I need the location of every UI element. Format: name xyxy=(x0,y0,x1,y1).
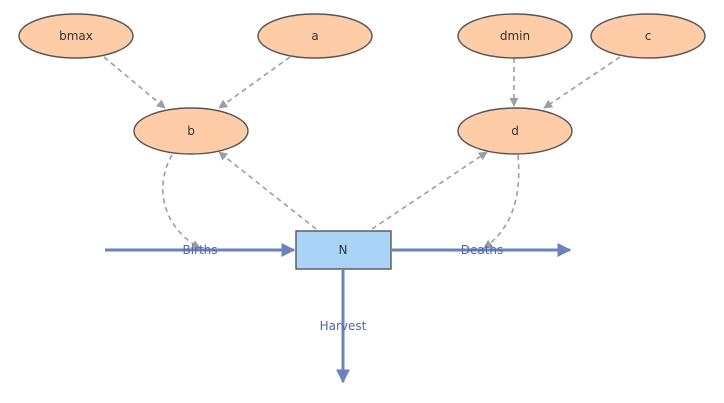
link-bmax-to-b xyxy=(103,56,166,109)
harvest-label: Harvest xyxy=(320,319,367,333)
variable-d-label: d xyxy=(511,124,519,138)
variable-bmax[interactable]: bmax xyxy=(18,13,134,59)
stock-n[interactable]: N xyxy=(295,230,392,270)
variable-a-label: a xyxy=(311,29,318,43)
variable-dmin-label: dmin xyxy=(500,29,530,43)
variable-b-label: b xyxy=(187,124,195,138)
variable-a[interactable]: a xyxy=(257,13,373,59)
births-label: Births xyxy=(182,243,217,257)
variable-dmin[interactable]: dmin xyxy=(457,13,573,59)
variable-d[interactable]: d xyxy=(457,107,573,155)
link-n-to-b xyxy=(218,151,317,230)
link-a-to-b xyxy=(218,56,291,109)
link-c-to-d xyxy=(543,56,621,109)
link-b-to-births xyxy=(162,154,201,249)
link-n-to-d xyxy=(371,151,488,230)
variable-bmax-label: bmax xyxy=(59,29,93,43)
variable-b[interactable]: b xyxy=(133,107,249,155)
stock-n-label: N xyxy=(339,243,348,257)
material-flows xyxy=(105,243,572,384)
link-d-to-deaths xyxy=(483,154,520,249)
variable-c-label: c xyxy=(645,29,652,43)
deaths-label: Deaths xyxy=(461,243,504,257)
variable-c[interactable]: c xyxy=(590,13,706,59)
influence-links xyxy=(103,56,621,249)
